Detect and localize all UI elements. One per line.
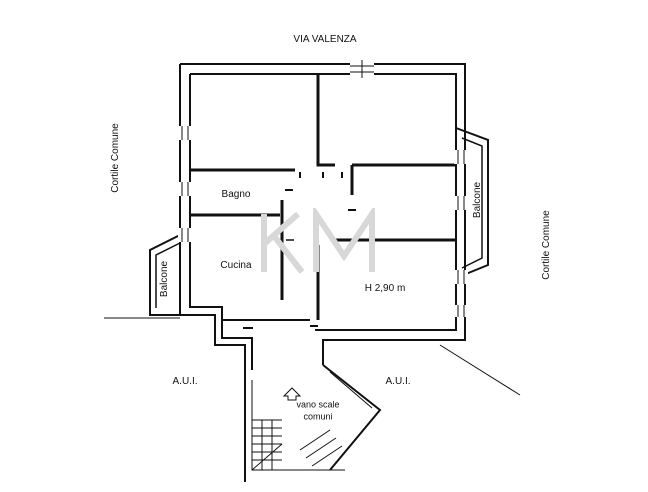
bathroom-label: Bagno xyxy=(221,189,251,200)
street-label: VIA VALENZA xyxy=(293,34,357,45)
courtyard-right-label: Cortile Comune xyxy=(541,210,552,280)
balcony-left-label: Balcone xyxy=(159,260,170,298)
entrance-arrow-icon xyxy=(282,387,302,401)
aui-left-label: A.U.I. xyxy=(172,376,198,387)
stairs xyxy=(251,419,343,471)
watermark-logo xyxy=(258,204,382,278)
ceiling-height-label: H 2,90 m xyxy=(364,283,406,294)
kitchen-label: Cucina xyxy=(220,260,252,271)
stairs-label-line1: vano scale xyxy=(296,399,340,410)
courtyard-left-label: Cortile Comune xyxy=(110,123,121,193)
balcony-right-label: Balcone xyxy=(472,181,483,219)
stairs-label-line2: comuni xyxy=(303,411,333,422)
openings xyxy=(178,60,468,329)
aui-right-label: A.U.I. xyxy=(385,376,411,387)
